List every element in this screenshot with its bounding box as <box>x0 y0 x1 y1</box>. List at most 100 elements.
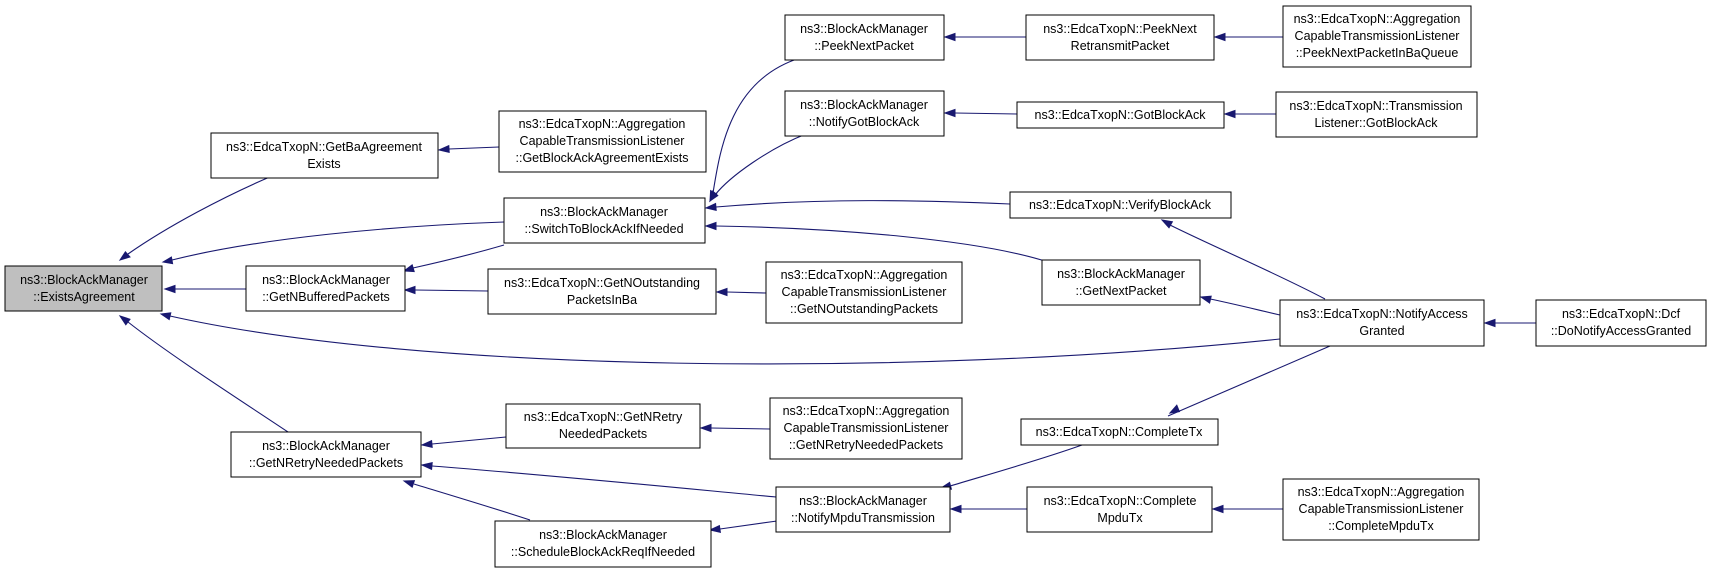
arrowhead-agggetnoutstandingpackets-to-getnoutstanding <box>715 287 728 297</box>
node-transmission-listener-got-block-ack[interactable]: ns3::EdcaTxopN::Transmission Listener::G… <box>1275 91 1478 138</box>
arrowhead-scheduleblockackreq-to-notifympdutransmission <box>708 524 722 534</box>
node-notify-got-block-ack[interactable]: ns3::BlockAckManager ::NotifyGotBlockAck <box>784 90 945 137</box>
node-label-line: ::NotifyMpduTransmission <box>791 511 935 525</box>
arrowhead-getnoutstanding-to-getnbufferedpackets <box>403 285 416 295</box>
arrowhead-verifyblockack-to-switchtoblockack <box>704 202 717 211</box>
node-schedule-block-ack-req-if-needed[interactable]: ns3::BlockAckManager ::ScheduleBlockAckR… <box>494 520 712 568</box>
node-verify-block-ack[interactable]: ns3::EdcaTxopN::VerifyBlockAck <box>1009 191 1232 219</box>
edge-getnoutstanding-to-getnbufferedpackets <box>414 289 489 292</box>
node-got-block-ack[interactable]: ns3::EdcaTxopN::GotBlockAck <box>1016 101 1225 129</box>
edge-notifympdutransmission-to-completetx <box>949 444 1083 487</box>
arrowhead-getnextpacket-to-switchtoblockack <box>704 221 717 231</box>
edges-layer <box>118 32 1536 534</box>
node-label-line: ::SwitchToBlockAckIfNeeded <box>524 222 683 236</box>
node-complete-tx[interactable]: ns3::EdcaTxopN::CompleteTx <box>1020 418 1219 446</box>
node-label-line: ::GetNRetryNeededPackets <box>249 456 403 470</box>
node-edca-get-n-retry-needed-packets[interactable]: ns3::EdcaTxopN::GetNRetry NeededPackets <box>505 403 701 449</box>
node-label-line: Granted <box>1359 324 1404 338</box>
node-label-line: ns3::EdcaTxopN::PeekNext <box>1043 22 1197 36</box>
node-label-line: ns3::EdcaTxopN::GotBlockAck <box>1035 108 1207 122</box>
node-label-line: ns3::EdcaTxopN::GetNOutstanding <box>504 276 700 290</box>
edge-switchtoblockack-to-exists <box>171 221 505 261</box>
edge-notifympdutransmission-to-getnretryneeded <box>431 465 777 498</box>
edge-agggetblockackagreementexists-to-getbaagreement <box>448 146 500 150</box>
node-complete-mpdu-tx[interactable]: ns3::EdcaTxopN::Complete MpduTx <box>1026 486 1213 533</box>
node-agg-get-block-ack-agreement-exists[interactable]: ns3::EdcaTxopN::Aggregation CapableTrans… <box>498 110 707 173</box>
arrowhead-notifygotblockack-to-switchtoblockack <box>709 190 719 203</box>
node-label-line: ns3::EdcaTxopN::GetBaAgreement <box>226 140 422 154</box>
edge-notifyaccessgranted-to-exists <box>169 315 1281 365</box>
node-label-line: ::GetNOutstandingPackets <box>790 302 938 316</box>
arrowhead-notifyaccessgranted-to-verifyblockack <box>1160 219 1174 229</box>
node-label-line: ns3::BlockAckManager <box>262 439 390 453</box>
arrowhead-getnretryneeded-to-exists <box>118 315 131 326</box>
edge-peeknextpacket-to-switchtoblockack <box>712 57 801 194</box>
edge-verifyblockack-to-switchtoblockack <box>715 200 1011 208</box>
arrowhead-getbaagreement-to-exists <box>118 250 131 261</box>
arrowhead-getnbufferedpackets-to-exists <box>163 284 176 294</box>
node-label-line: ns3::EdcaTxopN::Aggregation <box>781 268 948 282</box>
node-label-line: ns3::BlockAckManager <box>20 273 148 287</box>
arrowhead-notifyaccessgranted-to-getnextpacket <box>1199 295 1212 304</box>
node-label-line: ::ExistsAgreement <box>33 290 135 304</box>
node-peek-next-retransmit-packet[interactable]: ns3::EdcaTxopN::PeekNext RetransmitPacke… <box>1025 14 1215 61</box>
node-label-line: ns3::EdcaTxopN::Aggregation <box>519 117 686 131</box>
node-notify-access-granted[interactable]: ns3::EdcaTxopN::NotifyAccess Granted <box>1279 299 1485 347</box>
node-exists-agreement[interactable]: ns3::BlockAckManager ::ExistsAgreement <box>4 265 163 312</box>
node-agg-get-n-retry-needed-packets[interactable]: ns3::EdcaTxopN::Aggregation CapableTrans… <box>769 397 963 460</box>
node-label-line: NeededPackets <box>559 427 647 441</box>
node-label-line: ns3::EdcaTxopN::Transmission <box>1289 99 1462 113</box>
arrowhead-translistenergotblockack-to-gotblockack <box>1223 109 1236 119</box>
node-label-line: PacketsInBa <box>567 293 637 307</box>
edge-switchtoblockack-to-getnbufferedpackets <box>412 244 505 269</box>
node-label-line: ns3::BlockAckManager <box>1057 267 1185 281</box>
arrowhead-notifympdutransmission-to-getnretryneeded <box>420 461 433 471</box>
node-label-line: CapableTransmissionListener <box>1295 29 1460 43</box>
node-label-line: ::DoNotifyAccessGranted <box>1551 324 1691 338</box>
node-label-line: Listener::GotBlockAck <box>1315 116 1439 130</box>
node-notify-mpdu-transmission[interactable]: ns3::BlockAckManager ::NotifyMpduTransmi… <box>775 486 951 533</box>
node-label-line: ns3::BlockAckManager <box>799 494 927 508</box>
node-label-line: ns3::EdcaTxopN::Aggregation <box>783 404 950 418</box>
arrowhead-gotblockack-to-notifygotblockack <box>943 108 956 118</box>
edge-agggetnoutstandingpackets-to-getnoutstanding <box>726 291 767 294</box>
node-label-line: ns3::EdcaTxopN::NotifyAccess <box>1296 307 1468 321</box>
node-agg-peek-next-packet-in-ba-queue[interactable]: ns3::EdcaTxopN::Aggregation CapableTrans… <box>1282 5 1472 68</box>
node-label-line: ::ScheduleBlockAckReqIfNeeded <box>511 545 695 559</box>
arrowhead-agggetblockackagreementexists-to-getbaagreement <box>437 144 450 154</box>
node-label-line: MpduTx <box>1097 511 1143 525</box>
node-get-n-buffered-packets[interactable]: ns3::BlockAckManager ::GetNBufferedPacke… <box>245 265 406 312</box>
edge-edcagetnretryneeded-to-getnretryneeded <box>431 436 507 445</box>
node-label-line: ns3::EdcaTxopN::Aggregation <box>1298 485 1465 499</box>
arrowhead-agggetnretryneededpackets-to-edcagetnretryneeded <box>699 423 712 433</box>
node-switch-to-block-ack-if-needed[interactable]: ns3::BlockAckManager ::SwitchToBlockAckI… <box>503 197 706 244</box>
arrowhead-edcagetnretryneeded-to-getnretryneeded <box>420 439 433 449</box>
node-label-line: ::PeekNextPacketInBaQueue <box>1296 46 1459 60</box>
node-label-line: CapableTransmissionListener <box>784 421 949 435</box>
node-agg-get-n-outstanding-packets[interactable]: ns3::EdcaTxopN::Aggregation CapableTrans… <box>765 261 963 324</box>
node-peek-next-packet[interactable]: ns3::BlockAckManager ::PeekNextPacket <box>784 14 945 61</box>
node-label-line: Exists <box>307 157 340 171</box>
node-label-line: ns3::EdcaTxopN::Dcf <box>1562 307 1681 321</box>
node-get-n-retry-needed-packets[interactable]: ns3::BlockAckManager ::GetNRetryNeededPa… <box>230 431 422 478</box>
node-label-line: ns3::EdcaTxopN::Aggregation <box>1294 12 1461 26</box>
node-get-next-packet[interactable]: ns3::BlockAckManager ::GetNextPacket <box>1041 259 1201 306</box>
edge-notifygotblockack-to-switchtoblockack <box>714 133 807 196</box>
arrowhead-completempdutx-to-notifympdutransmission <box>949 504 962 514</box>
nodes-layer: ns3::BlockAckManager ::ExistsAgreement n… <box>4 5 1707 568</box>
arrowhead-notifyaccessgranted-to-exists <box>159 312 172 321</box>
arrowhead-completetx-to-notifyaccessgranted <box>1168 404 1181 414</box>
node-label-line: ::GetNRetryNeededPackets <box>789 438 943 452</box>
node-agg-complete-mpdu-tx[interactable]: ns3::EdcaTxopN::Aggregation CapableTrans… <box>1282 478 1480 541</box>
node-get-n-outstanding-packets-in-ba[interactable]: ns3::EdcaTxopN::GetNOutstanding PacketsI… <box>487 268 717 315</box>
node-label-line: CapableTransmissionListener <box>520 134 685 148</box>
node-dcf-do-notify-access-granted[interactable]: ns3::EdcaTxopN::Dcf ::DoNotifyAccessGran… <box>1535 299 1707 347</box>
arrowhead-aggpeeknextpacketinbaqueue-to-peeknextretransmit <box>1213 32 1226 42</box>
edge-gotblockack-to-notifygotblockack <box>954 112 1018 115</box>
edge-completetx-to-notifyaccessgranted <box>1167 345 1331 417</box>
node-get-ba-agreement-exists[interactable]: ns3::EdcaTxopN::GetBaAgreement Exists <box>210 132 439 179</box>
edge-scheduleblockackreq-to-notifympdutransmission <box>719 520 778 530</box>
node-label-line: ns3::BlockAckManager <box>800 98 928 112</box>
node-label-line: ns3::BlockAckManager <box>539 528 667 542</box>
